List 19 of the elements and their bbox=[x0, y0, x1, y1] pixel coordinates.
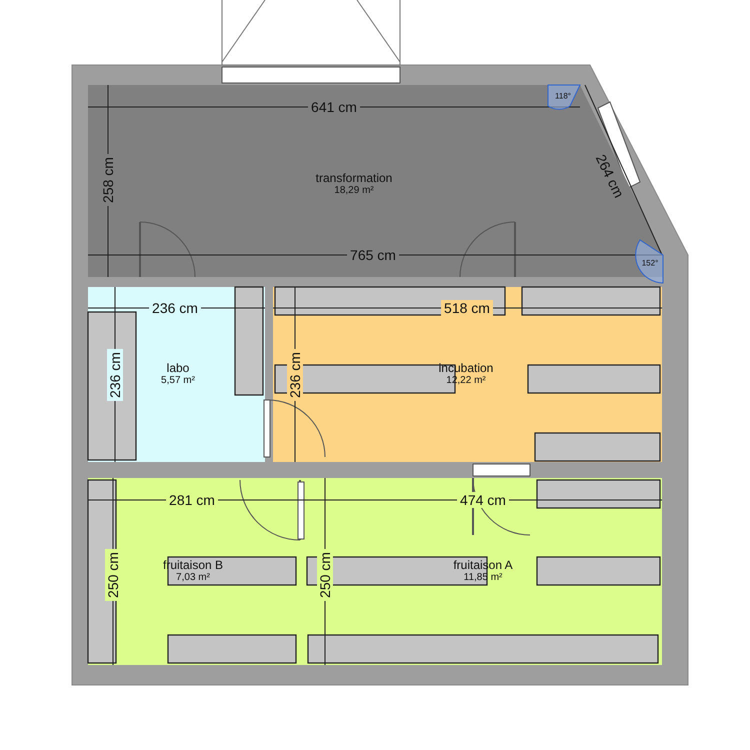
dimension-label: 474 cm bbox=[457, 492, 509, 508]
room-name: labo bbox=[166, 361, 190, 375]
dimension-label: 281 cm bbox=[166, 492, 218, 508]
area-label: 18,29 m² bbox=[334, 185, 374, 196]
angle-label: 118° bbox=[555, 92, 571, 100]
dimension-label: 236 cm bbox=[287, 349, 303, 401]
dimension-label: 518 cm bbox=[441, 300, 493, 316]
area-label: 7,03 m² bbox=[176, 572, 210, 583]
dimension-label: 250 cm bbox=[317, 549, 333, 601]
angle-label: 152° bbox=[642, 258, 658, 268]
room-name: transformation bbox=[316, 171, 392, 185]
dimension-label: 250 cm bbox=[105, 549, 121, 601]
dimension-label: 258 cm bbox=[100, 154, 116, 206]
room-area bbox=[88, 85, 663, 277]
dimension-label: 236 cm bbox=[107, 349, 123, 401]
dimension-label: 236 cm bbox=[149, 300, 201, 316]
area-label: 5,57 m² bbox=[161, 375, 195, 386]
dimension-label: 641 cm bbox=[308, 99, 360, 115]
dimension-label: 765 cm bbox=[347, 247, 399, 263]
